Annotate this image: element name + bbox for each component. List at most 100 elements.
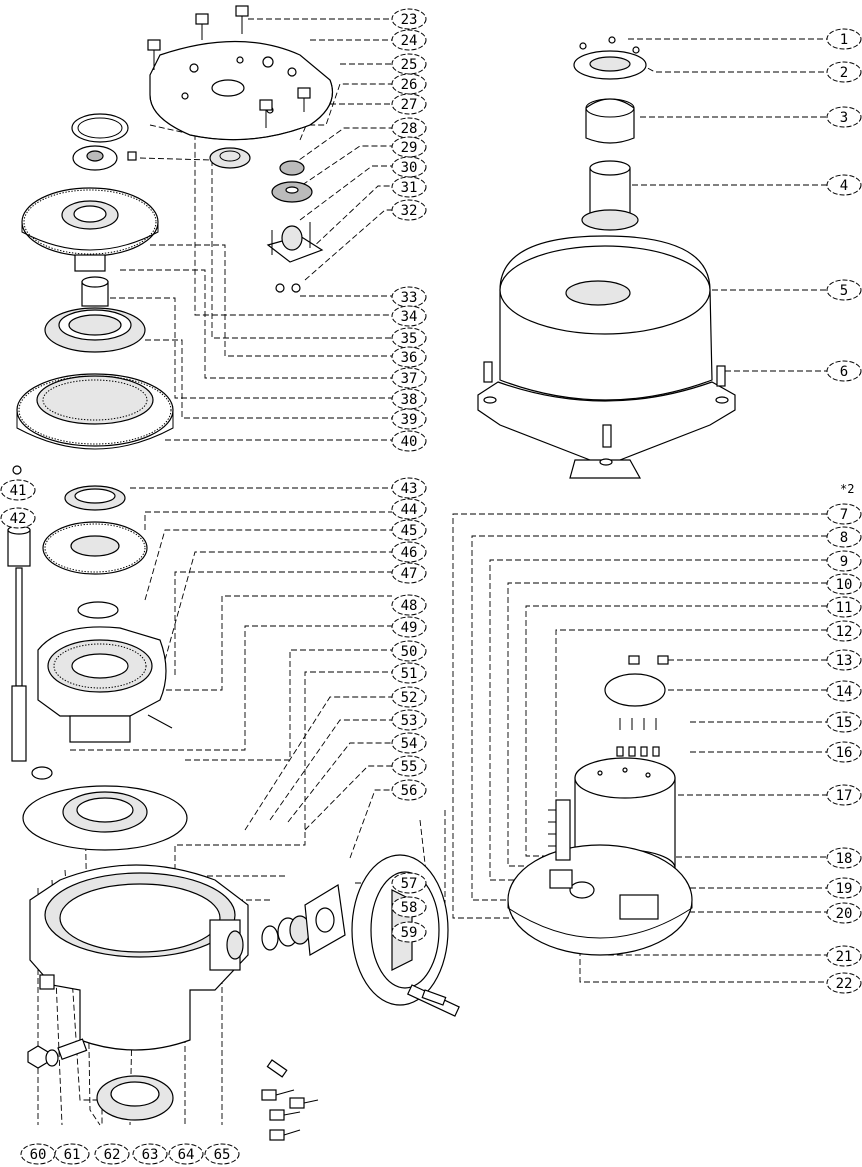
callout-number: 51 — [401, 666, 418, 682]
callout-7: 7 — [826, 503, 862, 525]
bearing-37 — [44, 307, 146, 353]
o-ring-48 — [31, 766, 53, 780]
callout-balloons: 1234567891011121314151617181920212223242… — [0, 8, 862, 1165]
callout-64: 64 — [168, 1143, 204, 1165]
callout-number: 18 — [836, 851, 853, 867]
callout-balloon — [391, 430, 427, 452]
screws-13 — [628, 655, 669, 665]
callout-balloon — [826, 877, 862, 899]
callout-number: 10 — [836, 577, 853, 593]
callout-40: 40 — [391, 430, 427, 452]
callout-19: 19 — [826, 877, 862, 899]
callout-balloon — [826, 972, 862, 994]
callout-number: 25 — [401, 57, 418, 73]
spacers-16 — [616, 746, 660, 757]
callout-number: 14 — [836, 684, 853, 700]
callout-60: 60 — [20, 1143, 56, 1165]
callout-number: 36 — [401, 350, 418, 366]
callout-43: 43 — [391, 477, 427, 499]
callout-balloon — [826, 711, 862, 733]
callout-32: 32 — [391, 199, 427, 221]
callout-number: 40 — [401, 434, 418, 450]
callout-balloon — [826, 596, 862, 618]
callout-number: 52 — [401, 690, 418, 706]
callout-balloon — [391, 594, 427, 616]
callout-balloon — [132, 1143, 168, 1165]
callout-number: 48 — [401, 598, 418, 614]
callout-number: 6 — [840, 364, 848, 380]
callout-5: 5 — [826, 279, 862, 301]
callout-48: 48 — [391, 594, 427, 616]
callout-balloon — [826, 503, 862, 525]
bearing-flange-57 — [304, 884, 346, 956]
callout-22: 22 — [826, 972, 862, 994]
snap-ring-45 — [77, 601, 119, 619]
callout-balloon — [826, 106, 862, 128]
callout-number: 21 — [836, 949, 853, 965]
gearbox-cover-plate — [147, 5, 334, 141]
callout-62: 62 — [94, 1143, 130, 1165]
callout-number: 53 — [401, 713, 418, 729]
callout-balloon — [391, 640, 427, 662]
shaft-parts-53-56 — [261, 915, 311, 951]
callout-35: 35 — [391, 327, 427, 349]
oil-seal-28 — [209, 147, 251, 169]
callout-number: 42 — [10, 511, 27, 527]
nut-bolt-60-62 — [27, 1038, 88, 1069]
callout-57: 57 — [391, 872, 427, 894]
callout-balloon — [391, 779, 427, 801]
callout-59: 59 — [391, 921, 427, 943]
callout-balloon — [826, 741, 862, 763]
gear-44 — [42, 521, 148, 575]
callout-number: 7 — [840, 507, 848, 523]
callout-balloon — [826, 620, 862, 642]
callout-47: 47 — [391, 562, 427, 584]
callout-balloon — [391, 408, 427, 430]
callout-number: 15 — [836, 715, 853, 731]
callout-number: 2 — [840, 65, 848, 81]
gearbox-housing-50 — [29, 864, 249, 1051]
callout-balloon — [826, 28, 862, 50]
callout-13: 13 — [826, 649, 862, 671]
callout-number: 55 — [401, 759, 418, 775]
callout-balloon — [391, 519, 427, 541]
bolts-washers-65 — [261, 1089, 319, 1141]
callout-2: 2 — [826, 61, 862, 83]
callout-number: 31 — [401, 180, 418, 196]
callout-number: 33 — [401, 290, 418, 306]
callout-balloon — [391, 29, 427, 51]
callout-balloon — [391, 755, 427, 777]
callout-balloon — [391, 367, 427, 389]
callout-balloon — [391, 8, 427, 30]
switch-19 — [619, 894, 659, 920]
callout-38: 38 — [391, 388, 427, 410]
callout-number: 8 — [840, 530, 848, 546]
callout-49: 49 — [391, 616, 427, 638]
callout-51: 51 — [391, 662, 427, 684]
callout-number: 54 — [401, 736, 418, 752]
callout-23: 23 — [391, 8, 427, 30]
callout-balloon — [54, 1143, 90, 1165]
callout-balloon — [391, 662, 427, 684]
callout-number: 3 — [840, 110, 848, 126]
ring-gear-39 — [16, 373, 174, 450]
callout-number: 1 — [840, 32, 848, 48]
callout-16: 16 — [826, 741, 862, 763]
callout-30: 30 — [391, 156, 427, 178]
callout-63: 63 — [132, 1143, 168, 1165]
callout-balloon — [391, 686, 427, 708]
callout-balloon — [391, 896, 427, 918]
callout-17: 17 — [826, 784, 862, 806]
callout-balloon — [391, 562, 427, 584]
callout-balloon — [391, 346, 427, 368]
callout-46: 46 — [391, 541, 427, 563]
retaining-ring-26 — [71, 113, 129, 143]
callout-balloon — [826, 360, 862, 382]
callout-53: 53 — [391, 709, 427, 731]
callout-number: 27 — [401, 97, 418, 113]
callout-number: 4 — [840, 178, 848, 194]
callout-number: 44 — [401, 502, 418, 518]
callout-11: 11 — [826, 596, 862, 618]
callout-number: 65 — [214, 1147, 231, 1163]
screws-1 — [579, 36, 640, 54]
